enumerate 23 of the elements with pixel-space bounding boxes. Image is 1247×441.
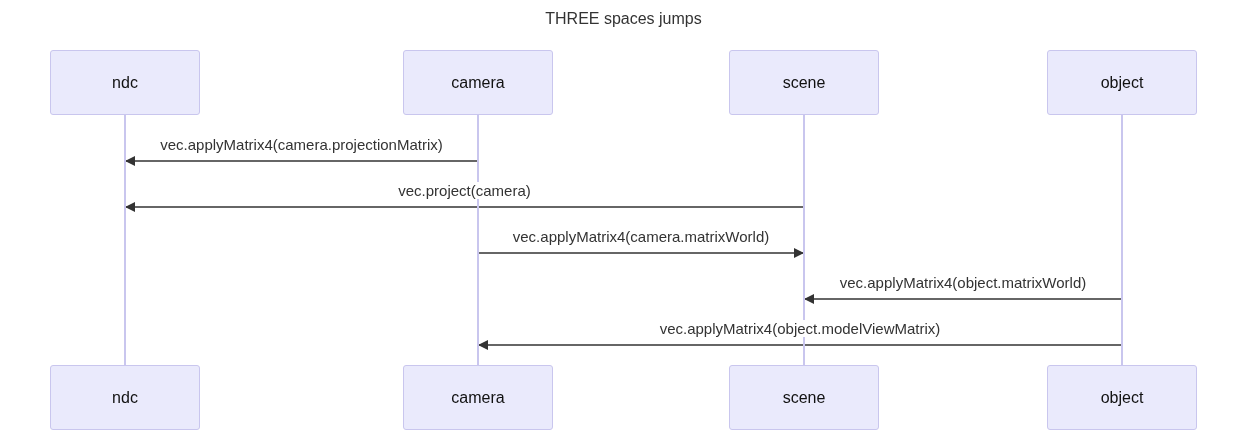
- edge-label: vec.applyMatrix4(object.modelViewMatrix): [657, 320, 943, 337]
- participant-box: object: [1047, 365, 1197, 430]
- participant-box: object: [1047, 50, 1197, 115]
- participant-box: camera: [403, 50, 553, 115]
- participant-box: camera: [403, 365, 553, 430]
- lifeline: [477, 115, 479, 365]
- message-arrow: [125, 156, 478, 166]
- edge-label: vec.applyMatrix4(object.matrixWorld): [837, 274, 1089, 291]
- message-arrow: [478, 248, 804, 258]
- diagram-title: THREE spaces jumps: [544, 10, 703, 28]
- lifeline: [1121, 115, 1123, 365]
- participant-box: ndc: [50, 50, 200, 115]
- edge-label: vec.applyMatrix4(camera.matrixWorld): [510, 228, 772, 245]
- message-arrow: [804, 294, 1122, 304]
- edge-label: vec.applyMatrix4(camera.projectionMatrix): [158, 136, 445, 153]
- edge-label: vec.project(camera): [396, 182, 533, 199]
- lifeline: [124, 115, 126, 365]
- participant-box: ndc: [50, 365, 200, 430]
- lifeline: [803, 115, 805, 365]
- message-arrow: [125, 202, 804, 212]
- message-arrow: [478, 340, 1122, 350]
- participant-box: scene: [729, 50, 879, 115]
- participant-box: scene: [729, 365, 879, 430]
